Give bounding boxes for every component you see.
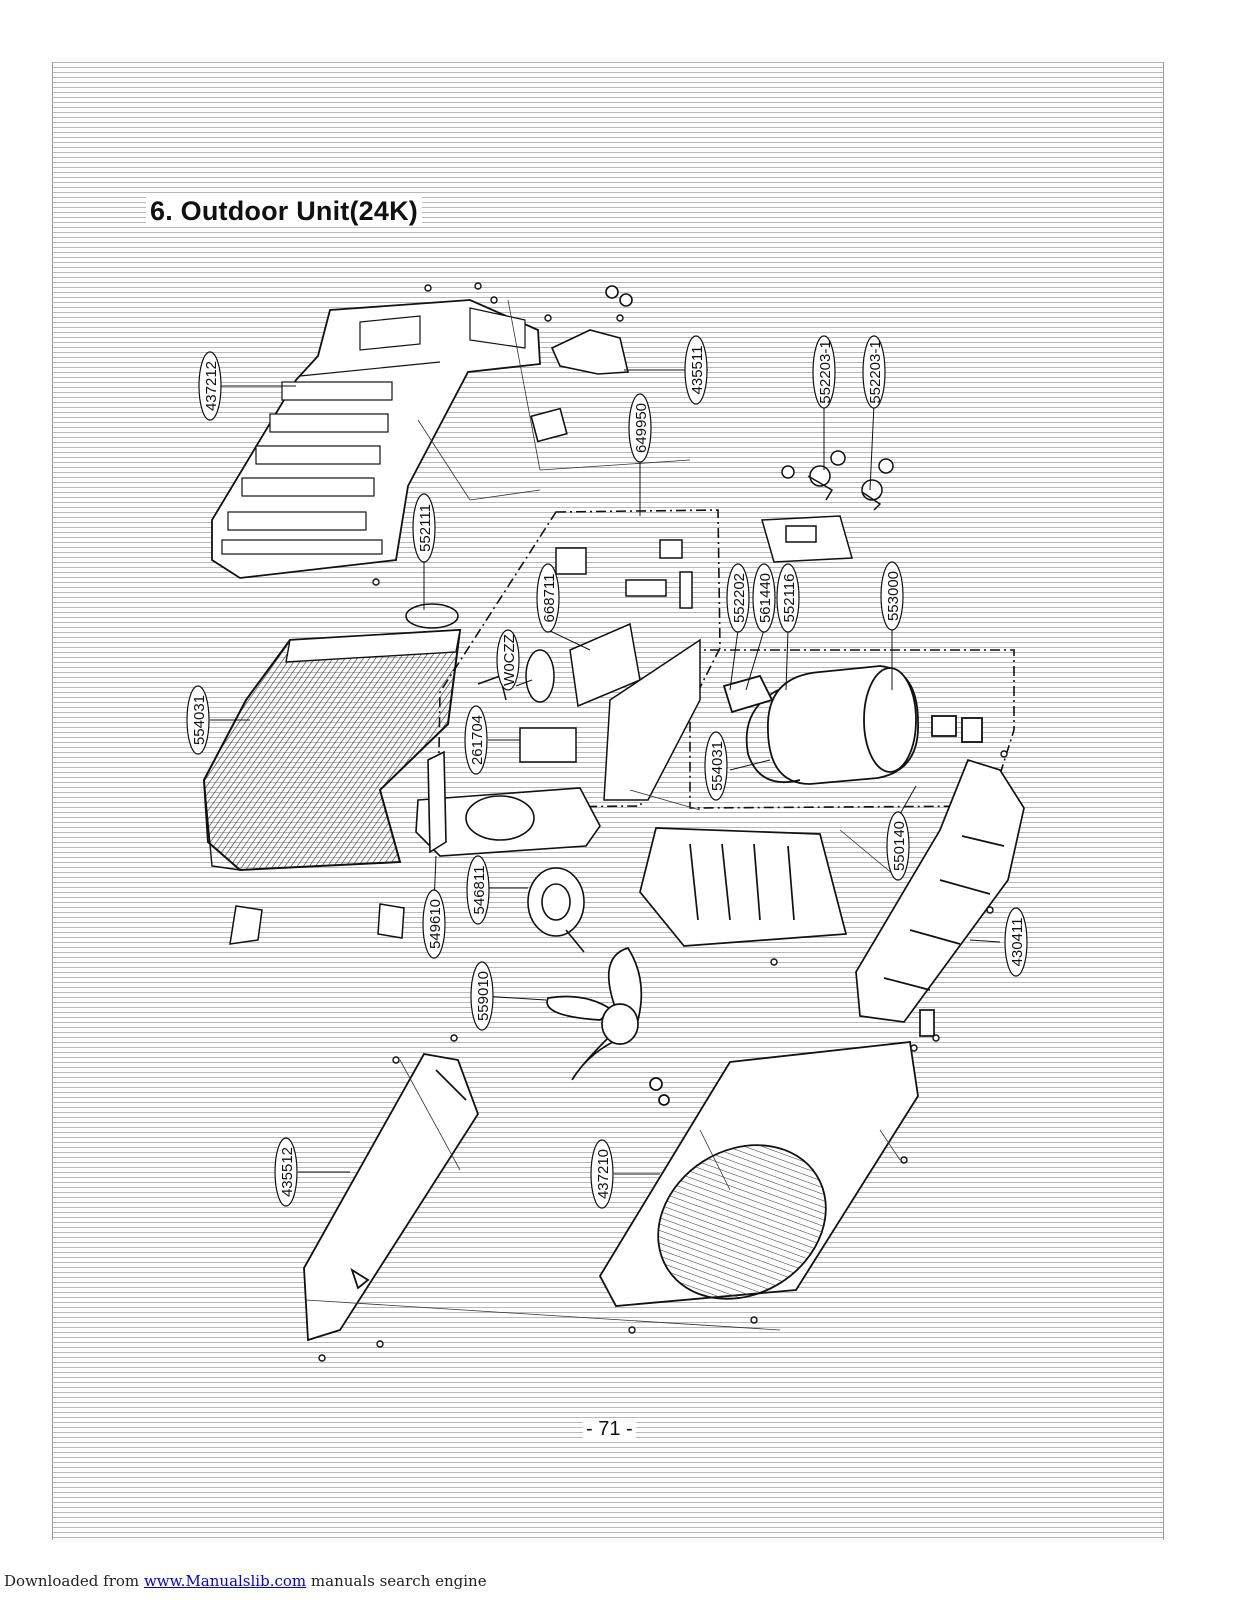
manualslib-link[interactable]: www.Manualslib.com bbox=[143, 1572, 307, 1590]
page-number: - 71 - bbox=[583, 1418, 636, 1441]
part-number-text: 552116 bbox=[781, 574, 798, 623]
footer-suffix: manuals search engine bbox=[310, 1572, 487, 1590]
part-label-552116: 552116 bbox=[776, 563, 800, 633]
base-pan-part bbox=[639, 827, 848, 947]
part-label-550140: 550140 bbox=[886, 811, 910, 881]
fan-motor-part bbox=[527, 867, 585, 953]
part-number-text: 437210 bbox=[595, 1149, 612, 1199]
part-label-261704: 261704 bbox=[464, 705, 488, 775]
part-label-435511: 435511 bbox=[684, 335, 708, 405]
compressor-part bbox=[722, 665, 983, 785]
part-label-546811: 546811 bbox=[466, 855, 490, 925]
part-number-text: 668711 bbox=[541, 574, 558, 623]
corner-brackets-part bbox=[229, 903, 405, 945]
part-number-text: 435511 bbox=[689, 346, 706, 395]
control-box-components bbox=[477, 539, 701, 801]
part-number-text: 261704 bbox=[469, 715, 486, 765]
part-number-text: 552203-1 bbox=[817, 340, 834, 403]
part-number-text: 649950 bbox=[633, 403, 650, 453]
part-label-559010: 559010 bbox=[470, 961, 494, 1031]
assembly-lines bbox=[305, 299, 901, 1331]
part-number-text: 549610 bbox=[427, 899, 444, 949]
part-number-text: W0CZZ bbox=[501, 634, 518, 686]
top-cover-part bbox=[211, 299, 541, 579]
page-title: 6. Outdoor Unit(24K) bbox=[146, 196, 422, 227]
part-label-649950: 649950 bbox=[628, 393, 652, 463]
part-number-text: 559010 bbox=[475, 971, 492, 1021]
part-number-text: 554031 bbox=[191, 695, 208, 745]
condenser-coil-part bbox=[202, 603, 462, 872]
part-number-text: 430411 bbox=[1009, 918, 1026, 967]
part-label-552203-1-a: 552203-1 bbox=[812, 335, 836, 409]
footer: Downloaded from www.Manualslib.com manua… bbox=[4, 1572, 487, 1590]
part-number-text: 546811 bbox=[471, 866, 488, 915]
screw-marks bbox=[318, 282, 1008, 1362]
fan-blade-part bbox=[546, 947, 670, 1106]
right-side-cover-part bbox=[303, 1053, 479, 1342]
part-label-435512: 435512 bbox=[274, 1137, 298, 1207]
part-label-668711: 668711 bbox=[536, 563, 560, 633]
service-valves-part bbox=[761, 450, 894, 563]
part-label-437212: 437212 bbox=[198, 351, 222, 421]
part-label-552111: 552111 bbox=[412, 493, 436, 563]
part-label-437210: 437210 bbox=[590, 1139, 614, 1209]
side-panel-part bbox=[855, 758, 1025, 1037]
part-number-text: 550140 bbox=[891, 821, 908, 871]
top-bracket-part bbox=[530, 285, 633, 443]
part-label-430411: 430411 bbox=[1004, 907, 1028, 977]
control-box-outline bbox=[437, 509, 1015, 809]
part-number-text: 435512 bbox=[279, 1147, 296, 1197]
part-number-text: 552203-1 bbox=[867, 340, 884, 403]
footer-prefix: Downloaded from bbox=[4, 1572, 140, 1590]
part-label-554031-coil: 554031 bbox=[186, 685, 210, 755]
motor-support-part bbox=[415, 750, 601, 857]
part-number-text: 552202 bbox=[731, 573, 748, 623]
part-number-text: 561440 bbox=[757, 573, 774, 623]
part-label-553000: 553000 bbox=[880, 561, 904, 631]
part-label-552202: 552202 bbox=[726, 563, 750, 633]
part-number-text: 554031 bbox=[709, 741, 726, 791]
part-label-W0CZZ: W0CZZ bbox=[496, 629, 520, 691]
part-number-text: 553000 bbox=[885, 571, 902, 621]
part-label-561440: 561440 bbox=[752, 563, 776, 633]
part-label-549610: 549610 bbox=[422, 889, 446, 959]
part-label-552203-1-b: 552203-1 bbox=[862, 335, 886, 409]
part-number-text: 552111 bbox=[417, 504, 434, 552]
part-label-554031-comp: 554031 bbox=[704, 731, 728, 801]
part-number-text: 437212 bbox=[203, 361, 220, 411]
front-grille-panel-part bbox=[598, 1041, 919, 1307]
